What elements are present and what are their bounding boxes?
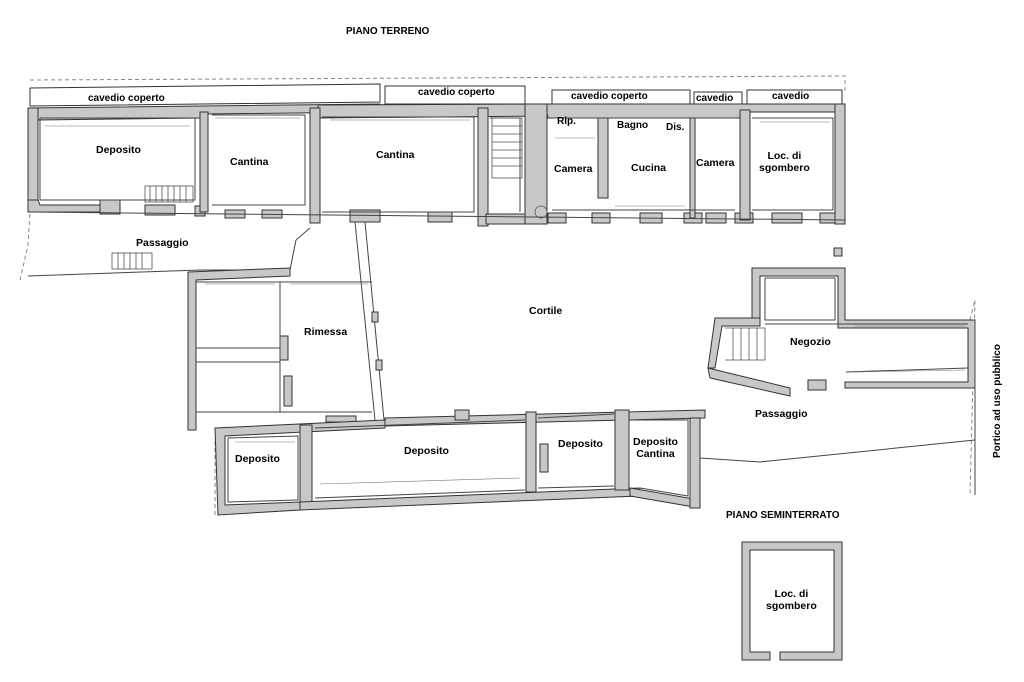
cavedio-coperto-label-1: cavedio coperto (88, 93, 165, 104)
ground-floor-title: PIANO TERRENO (346, 26, 430, 37)
room-rimessa: Rimessa (304, 326, 348, 338)
room-camera-1: Camera (554, 163, 593, 175)
cavedio-strips (29, 83, 843, 107)
cavedio-coperto-label-3: cavedio coperto (571, 91, 648, 102)
cavedio-label-1: cavedio (696, 93, 734, 104)
room-bagno: Bagno (617, 120, 649, 131)
room-loc-sgombero-basement: Loc. di sgombero (766, 588, 817, 613)
room-deposito-cantina: Deposito Cantina (633, 436, 678, 461)
room-deposito-lower-1: Deposito (235, 453, 280, 465)
cavedio-coperto-label-2: cavedio coperto (418, 87, 495, 98)
cavedio-label-2: cavedio (772, 91, 810, 102)
lower-building-walls (214, 409, 706, 516)
rimessa-walls (187, 267, 383, 431)
room-negozio: Negozio (790, 336, 831, 348)
rimessa-lines (196, 281, 372, 413)
room-camera-2: Camera (696, 157, 735, 169)
room-deposito-upper: Deposito (96, 144, 141, 156)
room-cantina-1: Cantina (230, 156, 269, 168)
portico-label: Portico ad uso pubblico (992, 344, 1003, 458)
room-cantina-2: Cantina (376, 149, 415, 161)
basement-title: PIANO SEMINTERRATO (726, 510, 840, 521)
room-disimpegno: Dis. (666, 122, 685, 133)
basement-walls (741, 541, 843, 661)
negozio-walls (707, 267, 976, 397)
upper-building-walls (27, 103, 846, 257)
lower-interior-lines (227, 413, 689, 503)
room-loc-sgombero-upper: Loc. di sgombero (759, 150, 810, 175)
negozio-lines (699, 277, 976, 495)
room-deposito-lower-3: Deposito (558, 438, 603, 450)
courtyard-label: Cortile (529, 305, 563, 317)
dimension-lines (45, 117, 966, 485)
room-passaggio-1: Passaggio (136, 237, 189, 249)
stairs (111, 117, 766, 361)
room-deposito-lower-2: Deposito (404, 445, 449, 457)
room-ripostiglio: Rip. (557, 116, 576, 127)
site-boundary (19, 75, 976, 515)
upper-interior-lines (27, 114, 846, 421)
room-passaggio-2: Passaggio (755, 408, 808, 420)
room-cucina: Cucina (631, 162, 667, 174)
